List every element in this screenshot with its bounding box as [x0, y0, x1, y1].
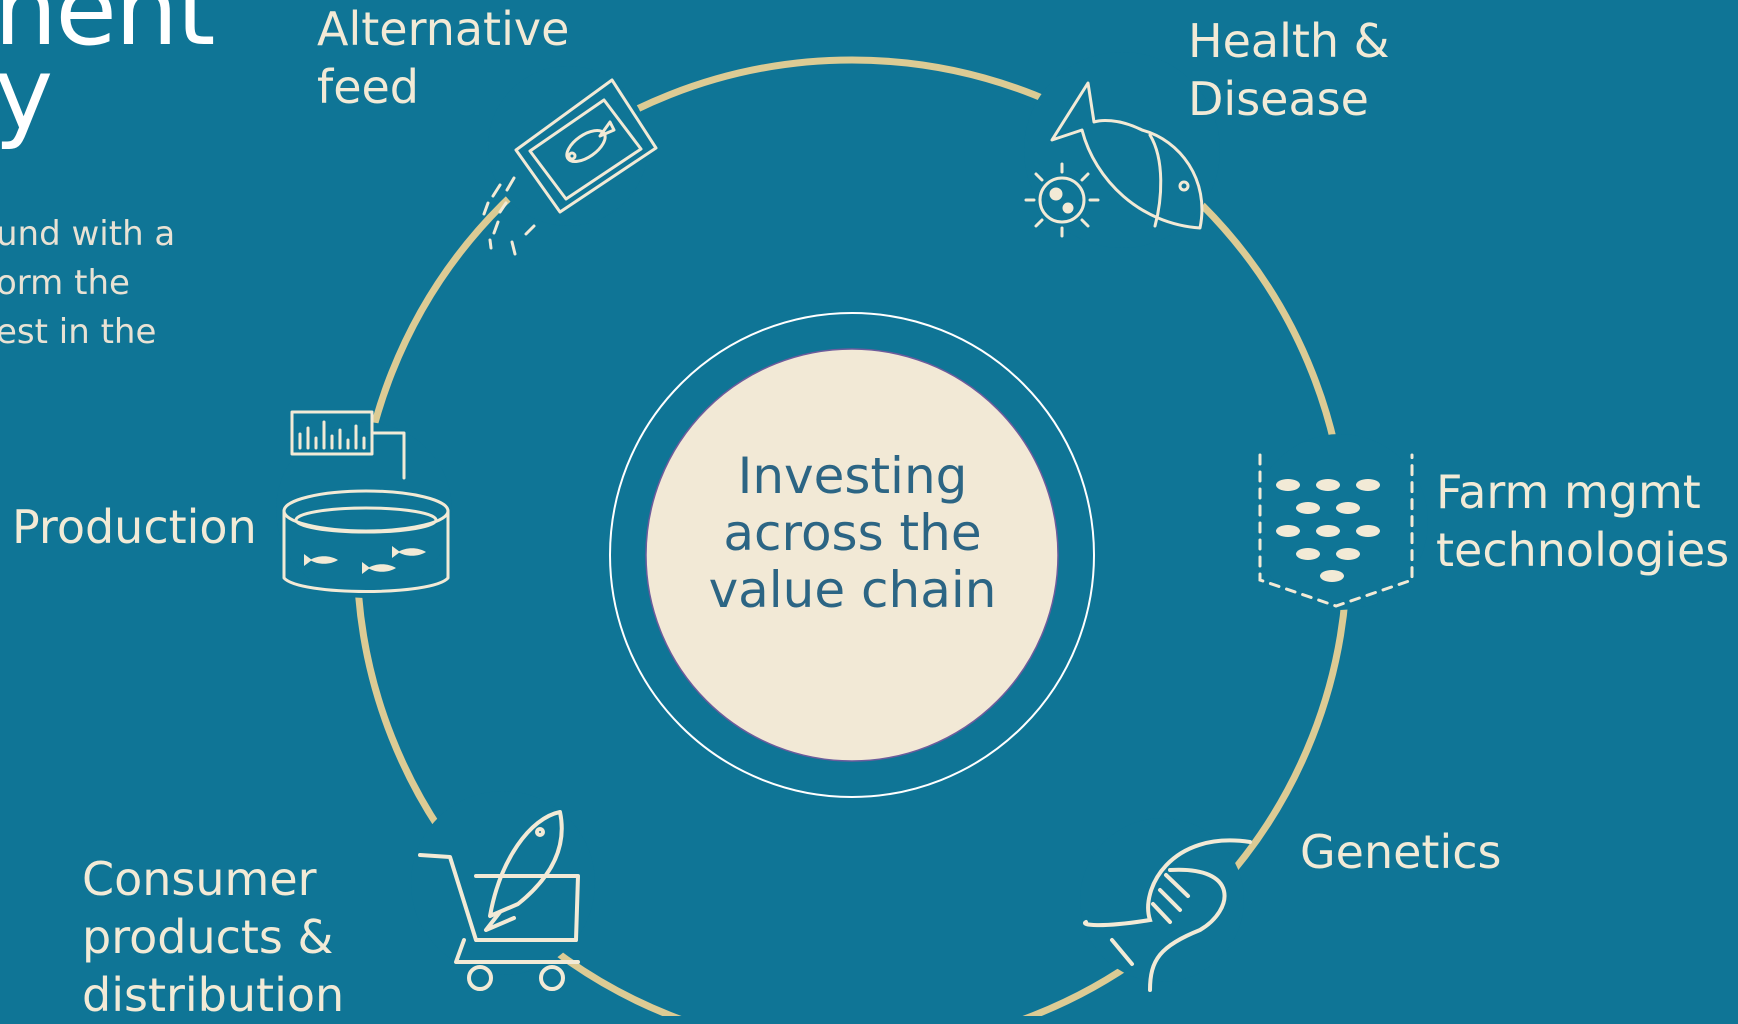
stage-label-line: Genetics — [1300, 825, 1502, 879]
stage-label-line: Farm mgmt — [1436, 465, 1701, 519]
intro-paragraph: und with a orm the est in the — [0, 210, 175, 357]
intro-line: est in the — [0, 312, 157, 352]
feed-bag-icon — [482, 78, 658, 256]
stage-label-line: technologies — [1436, 523, 1730, 577]
stage-label-line: products & — [82, 910, 334, 964]
stage-label-line: Disease — [1188, 72, 1369, 126]
stage-label-alternative-feed: Alternative feed — [317, 0, 569, 116]
center-label-line: across the — [723, 504, 982, 562]
fish-net-icon — [1258, 453, 1414, 608]
stage-label-genetics: Genetics — [1300, 823, 1501, 881]
intro-line: orm the — [0, 263, 130, 303]
fish-virus-icon — [1024, 81, 1204, 238]
fish-tank-icon — [282, 410, 450, 593]
stage-label-line: Alternative — [317, 2, 570, 56]
stage-label-line: Production — [12, 500, 257, 554]
center-label-line: value chain — [708, 561, 997, 619]
page-title-line-1: nent — [0, 0, 215, 68]
stage-label-health-disease: Health & Disease — [1188, 12, 1390, 128]
center-disc — [645, 348, 1059, 762]
center-label-line: Investing — [737, 447, 968, 505]
center-label: Investing across the value chain — [650, 448, 1055, 619]
stage-label-farm-mgmt: Farm mgmt technologies — [1436, 463, 1729, 579]
inner-ring — [609, 312, 1095, 798]
stage-label-line: feed — [317, 60, 419, 114]
page-title-line-2: y — [0, 35, 53, 152]
dna-icon — [1082, 838, 1252, 992]
stage-label-line: distribution — [82, 968, 345, 1022]
intro-line: und with a — [0, 214, 176, 254]
stage-label-line: Health & — [1188, 14, 1390, 68]
stage-label-consumer: Consumer products & distribution — [82, 850, 344, 1024]
shopping-cart-icon — [418, 810, 580, 991]
stage-label-production: Production — [12, 498, 257, 556]
stage-label-line: Consumer — [82, 852, 317, 906]
